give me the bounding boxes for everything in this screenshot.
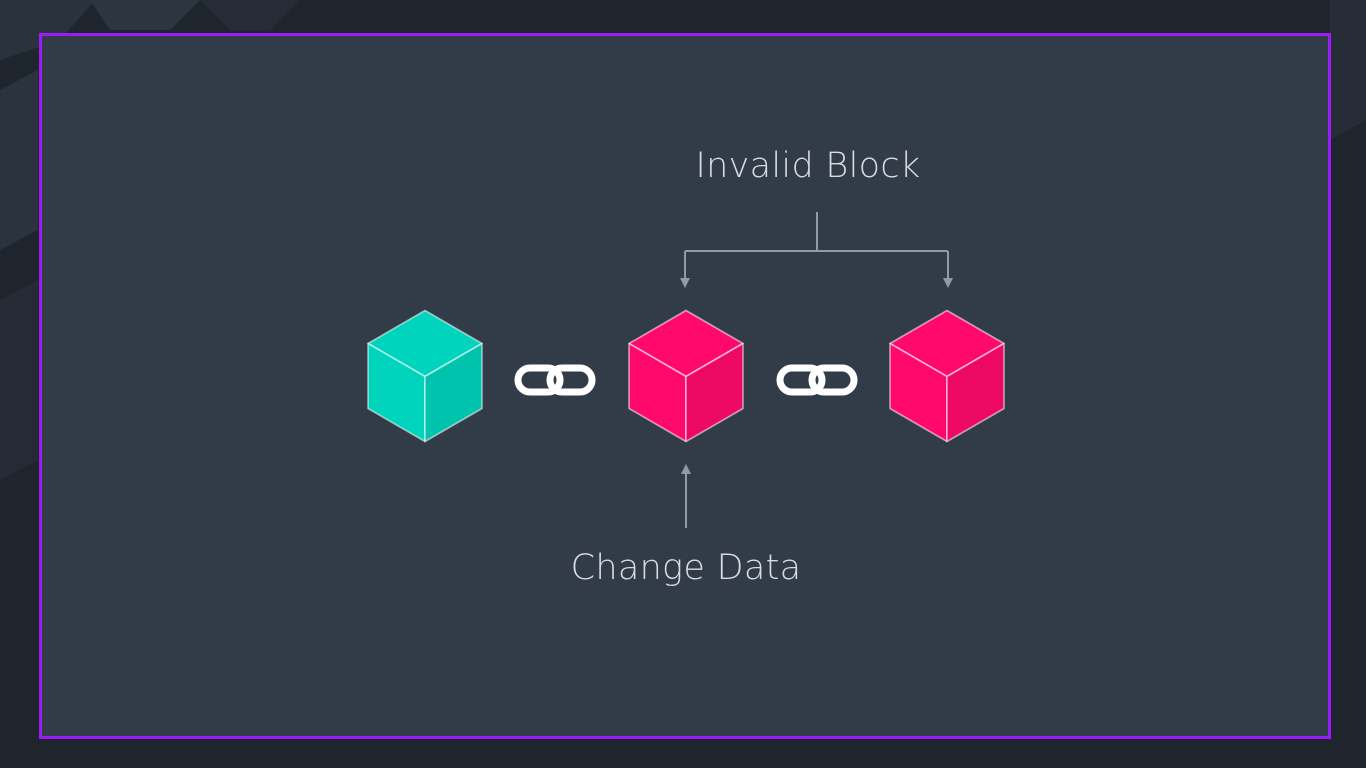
- arrow-up-icon: [681, 464, 691, 474]
- block-next-cube: [889, 309, 1005, 443]
- block-changed-cube: [628, 309, 744, 443]
- link-icon: [514, 364, 596, 396]
- arrow-down-icon: [943, 278, 953, 288]
- invalid-block-bracket: [684, 212, 949, 279]
- block-valid-cube: [367, 309, 483, 443]
- invalid-block-label: Invalid Block: [695, 146, 921, 186]
- change-data-label: Change Data: [570, 548, 802, 588]
- arrow-down-icon: [680, 278, 690, 288]
- link-icon: [776, 364, 858, 396]
